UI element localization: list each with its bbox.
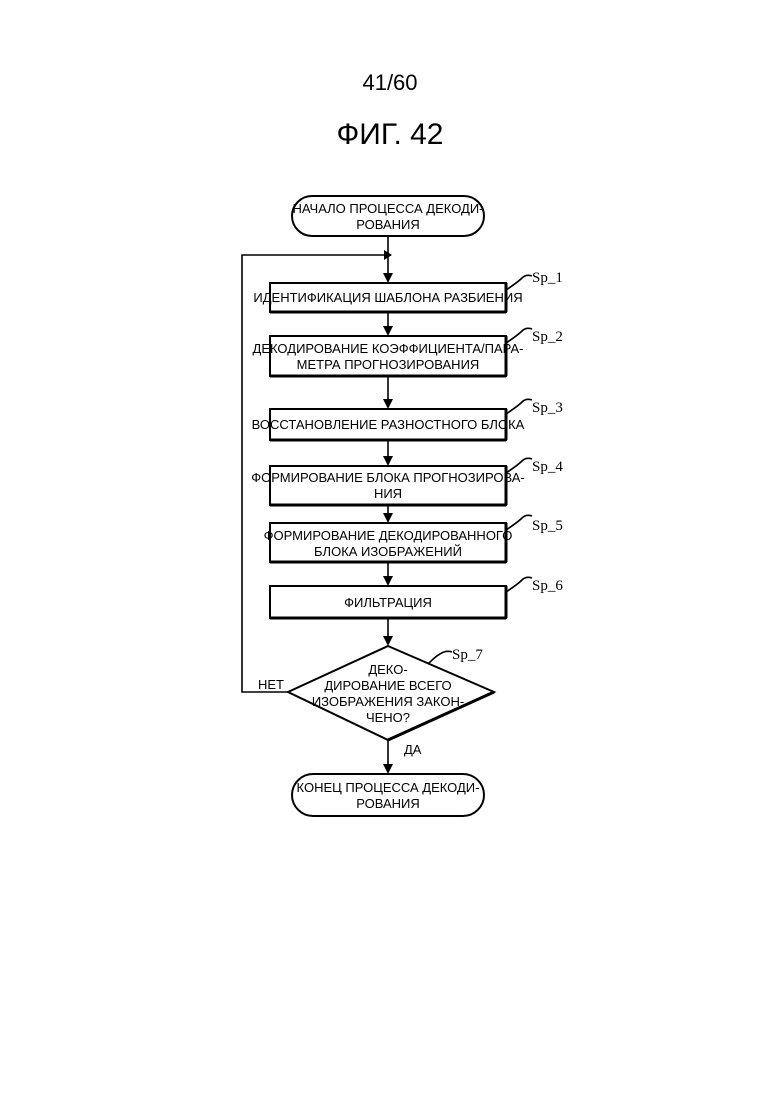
decision-sp7: ДЕКО- ДИРОВАНИЕ ВСЕГО ИЗОБРАЖЕНИЯ ЗАКОН-… <box>258 646 494 757</box>
decision-line-3: ИЗОБРАЖЕНИЯ ЗАКОН- <box>312 694 464 709</box>
step-sp6-label: Sp_6 <box>532 578 563 594</box>
step-sp4-line-2: НИЯ <box>374 486 402 501</box>
decision-no-label: НЕТ <box>258 677 284 692</box>
end-terminator: КОНЕЦ ПРОЦЕССА ДЕКОДИ- РОВАНИЯ <box>292 774 484 816</box>
step-sp6: ФИЛЬТРАЦИЯ Sp_6 <box>270 577 563 618</box>
step-sp6-text: ФИЛЬТРАЦИЯ <box>344 595 432 610</box>
decision-line-1: ДЕКО- <box>368 662 407 677</box>
step-sp1-label: Sp_1 <box>532 270 563 286</box>
step-sp4-label: Sp_4 <box>532 459 563 475</box>
step-sp3-label: Sp_3 <box>532 400 563 416</box>
start-line-1: НАЧАЛО ПРОЦЕССА ДЕКОДИ- <box>292 201 483 216</box>
step-sp3-text: ВОССТАНОВЛЕНИЕ РАЗНОСТНОГО БЛОКА <box>252 417 525 432</box>
step-sp1: ИДЕНТИФИКАЦИЯ ШАБЛОНА РАЗБИЕНИЯ Sp_1 <box>253 270 562 312</box>
step-sp4: ФОРМИРОВАНИЕ БЛОКА ПРОГНОЗИРОВА- НИЯ Sp_… <box>251 458 563 505</box>
start-terminator: НАЧАЛО ПРОЦЕССА ДЕКОДИ- РОВАНИЯ <box>292 196 484 236</box>
decision-line-2: ДИРОВАНИЕ ВСЕГО <box>324 678 451 693</box>
start-line-2: РОВАНИЯ <box>356 217 420 232</box>
end-line-2: РОВАНИЯ <box>356 796 420 811</box>
step-sp5-label: Sp_5 <box>532 518 563 534</box>
step-sp5-line-1: ФОРМИРОВАНИЕ ДЕКОДИРОВАННОГО <box>264 528 513 543</box>
step-sp1-text: ИДЕНТИФИКАЦИЯ ШАБЛОНА РАЗБИЕНИЯ <box>253 290 522 305</box>
decision-line-4: ЧЕНО? <box>366 710 410 725</box>
step-sp3: ВОССТАНОВЛЕНИЕ РАЗНОСТНОГО БЛОКА Sp_3 <box>252 399 563 440</box>
step-sp2-line-1: ДЕКОДИРОВАНИЕ КОЭФФИЦИЕНТА/ПАРА- <box>253 341 524 356</box>
step-sp2-label: Sp_2 <box>532 329 563 345</box>
step-sp4-line-1: ФОРМИРОВАНИЕ БЛОКА ПРОГНОЗИРОВА- <box>251 470 524 485</box>
step-sp5: ФОРМИРОВАНИЕ ДЕКОДИРОВАННОГО БЛОКА ИЗОБР… <box>264 515 563 562</box>
decision-label: Sp_7 <box>452 647 483 663</box>
step-sp5-line-2: БЛОКА ИЗОБРАЖЕНИЙ <box>314 544 462 559</box>
end-line-1: КОНЕЦ ПРОЦЕССА ДЕКОДИ- <box>297 780 480 795</box>
step-sp2: ДЕКОДИРОВАНИЕ КОЭФФИЦИЕНТА/ПАРА- МЕТРА П… <box>253 328 563 376</box>
step-sp2-line-2: МЕТРА ПРОГНОЗИРОВАНИЯ <box>297 357 480 372</box>
decision-yes-label: ДА <box>404 742 422 757</box>
